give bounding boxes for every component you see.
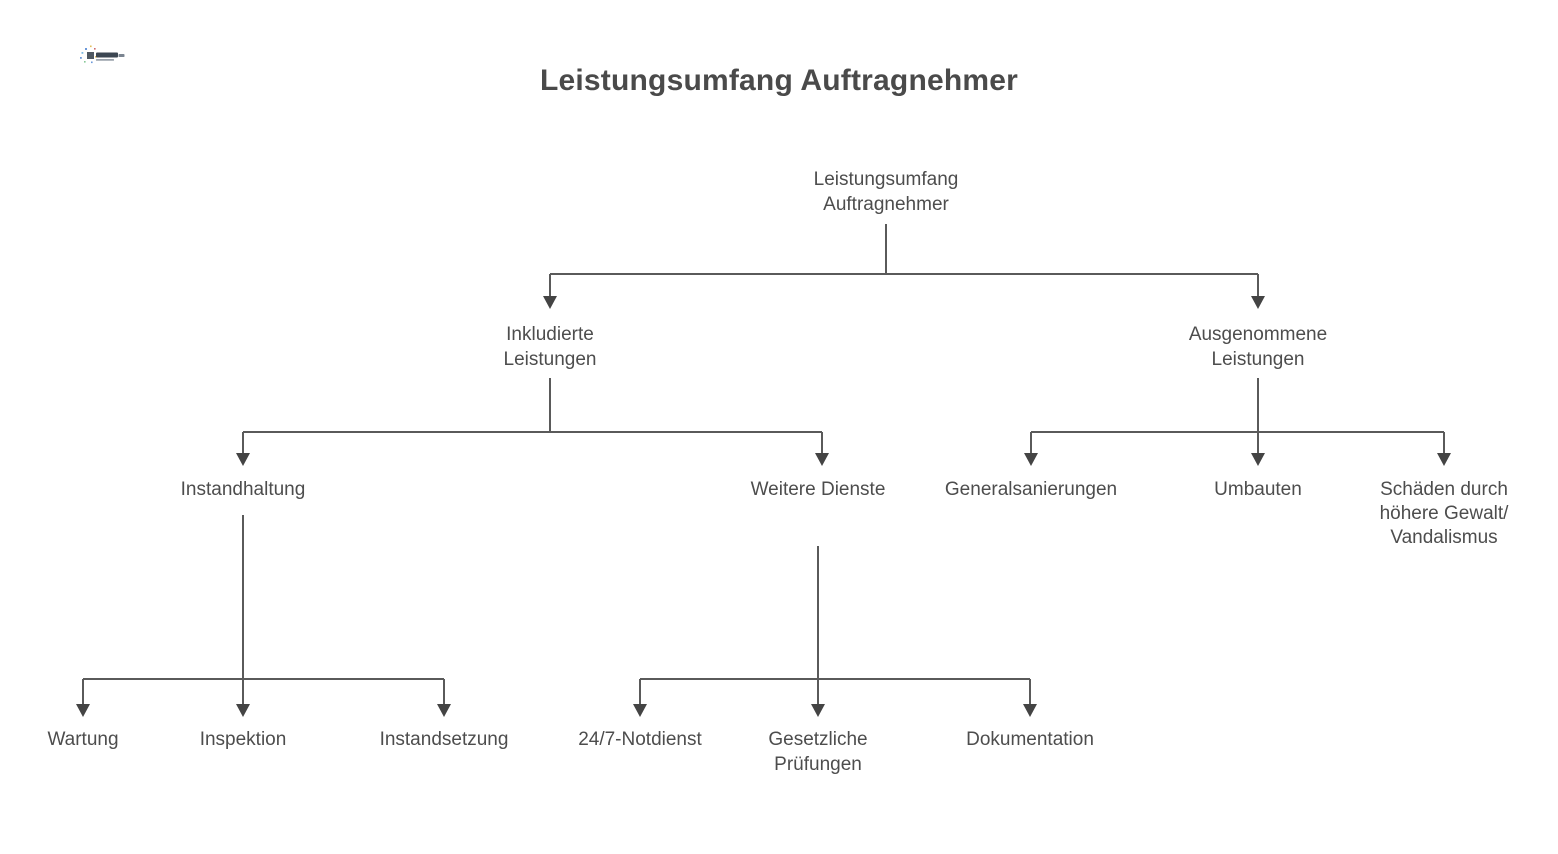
brand-logo <box>76 44 128 68</box>
starburst-logo-icon <box>80 45 125 64</box>
arrow-head-icon <box>1023 704 1037 717</box>
connector-further-services-to-leaves <box>633 546 1037 717</box>
arrow-head-icon <box>543 296 557 309</box>
node-repair: Instandsetzung <box>380 729 509 750</box>
node-legal-checks-line1: Gesetzliche <box>768 729 867 750</box>
node-emergency-label: 24/7-Notdienst <box>578 729 702 750</box>
arrow-head-icon <box>815 453 829 466</box>
arrow-head-icon <box>236 704 250 717</box>
node-included-line1: Inkludierte <box>506 324 594 345</box>
node-included-line2: Leistungen <box>504 349 597 370</box>
node-maintenance-label: Instandhaltung <box>181 479 306 500</box>
node-excluded-line1: Ausgenommene <box>1189 324 1327 345</box>
node-general-renovation: Generalsanierungen <box>945 479 1117 500</box>
node-emergency: 24/7-Notdienst <box>578 729 702 750</box>
node-excluded: Ausgenommene Leistungen <box>1189 324 1327 370</box>
connector-excluded-to-level2 <box>1024 378 1451 466</box>
node-force-majeure-line1: Schäden durch <box>1380 479 1508 500</box>
node-further-services-label: Weitere Dienste <box>751 479 886 500</box>
arrow-head-icon <box>811 704 825 717</box>
node-inspection-label: Inspektion <box>200 729 287 750</box>
connector-maintenance-to-leaves <box>76 515 451 717</box>
node-inspection: Inspektion <box>200 729 287 750</box>
node-conversions: Umbauten <box>1214 479 1302 500</box>
node-conversions-label: Umbauten <box>1214 479 1302 500</box>
node-further-services: Weitere Dienste <box>751 479 886 500</box>
node-excluded-line2: Leistungen <box>1212 349 1305 370</box>
node-root: Leistungsumfang Auftragnehmer <box>814 169 959 215</box>
node-legal-checks-line2: Prüfungen <box>774 754 862 775</box>
node-servicing-label: Wartung <box>47 729 118 750</box>
node-included: Inkludierte Leistungen <box>504 324 597 370</box>
node-root-line1: Leistungsumfang <box>814 169 959 190</box>
node-documentation-label: Dokumentation <box>966 729 1094 750</box>
node-servicing: Wartung <box>47 729 118 750</box>
connector-included-to-level2 <box>236 378 829 466</box>
node-legal-checks: Gesetzliche Prüfungen <box>768 729 867 775</box>
node-documentation: Dokumentation <box>966 729 1094 750</box>
arrow-head-icon <box>1024 453 1038 466</box>
page-title: Leistungsumfang Auftragnehmer <box>539 64 1019 97</box>
connector-root-to-level1 <box>543 224 1265 309</box>
node-force-majeure: Schäden durch höhere Gewalt/ Vandalismus <box>1380 479 1510 548</box>
node-root-line2: Auftragnehmer <box>823 194 949 215</box>
arrow-head-icon <box>1251 453 1265 466</box>
arrow-head-icon <box>76 704 90 717</box>
node-repair-label: Instandsetzung <box>380 729 509 750</box>
arrow-head-icon <box>1437 453 1451 466</box>
arrow-head-icon <box>1251 296 1265 309</box>
arrow-head-icon <box>236 453 250 466</box>
node-force-majeure-line3: Vandalismus <box>1390 527 1497 548</box>
node-general-renovation-label: Generalsanierungen <box>945 479 1117 500</box>
arrow-head-icon <box>633 704 647 717</box>
node-maintenance: Instandhaltung <box>181 479 306 500</box>
arrow-head-icon <box>437 704 451 717</box>
node-force-majeure-line2: höhere Gewalt/ <box>1380 503 1510 524</box>
